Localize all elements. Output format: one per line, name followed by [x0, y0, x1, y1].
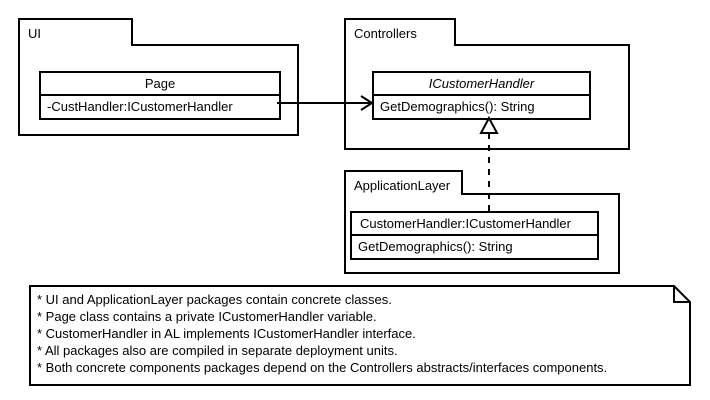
class-customerhandler-method: GetDemographics(): String	[358, 239, 513, 254]
package-applicationlayer-label: ApplicationLayer	[354, 178, 451, 193]
class-page[interactable]: Page -CustHandler:ICustomerHandler	[39, 71, 281, 120]
class-customerhandler-name: CustomerHandler:ICustomerHandler	[352, 213, 597, 236]
class-customerhandler[interactable]: CustomerHandler:ICustomerHandler GetDemo…	[350, 211, 599, 260]
note-text-block: * UI and ApplicationLayer packages conta…	[37, 291, 607, 376]
package-controllers-label: Controllers	[354, 26, 417, 41]
package-ui-tab: UI	[18, 18, 133, 46]
package-ui[interactable]: UI Page -CustHandler:ICustomerHandler	[18, 18, 299, 136]
package-ui-label: UI	[28, 26, 41, 41]
note-line-1: * UI and ApplicationLayer packages conta…	[37, 292, 392, 307]
connector-customerhandler-realizes-icustomerhandler	[479, 116, 499, 212]
note-shape	[29, 285, 691, 386]
package-applicationlayer-tab: ApplicationLayer	[344, 170, 463, 195]
class-icustomerhandler-method: GetDemographics(): String	[380, 99, 535, 114]
open-arrowhead-icon	[360, 95, 374, 111]
note-folded-corner-icon	[673, 286, 690, 303]
package-controllers-tab: Controllers	[344, 18, 456, 46]
class-icustomerhandler[interactable]: ICustomerHandler GetDemographics(): Stri…	[372, 71, 591, 120]
note-line-2: * Page class contains a private ICustome…	[37, 309, 377, 324]
class-icustomerhandler-name: ICustomerHandler	[374, 73, 589, 96]
hollow-triangle-icon	[479, 116, 499, 134]
package-applicationlayer[interactable]: ApplicationLayer CustomerHandler:ICustom…	[344, 170, 620, 274]
package-controllers[interactable]: Controllers ICustomerHandler GetDemograp…	[344, 18, 630, 150]
note-line-4: * All packages also are compiled in sepa…	[37, 343, 398, 358]
note-line-3: * CustomerHandler in AL implements ICust…	[37, 326, 416, 341]
class-page-name: Page	[41, 73, 279, 96]
class-page-attribute: -CustHandler:ICustomerHandler	[47, 99, 233, 114]
connector-page-to-icustomerhandler	[277, 95, 374, 111]
note-line-5: * Both concrete components packages depe…	[37, 360, 608, 375]
diagram-note[interactable]: * UI and ApplicationLayer packages conta…	[29, 285, 691, 386]
